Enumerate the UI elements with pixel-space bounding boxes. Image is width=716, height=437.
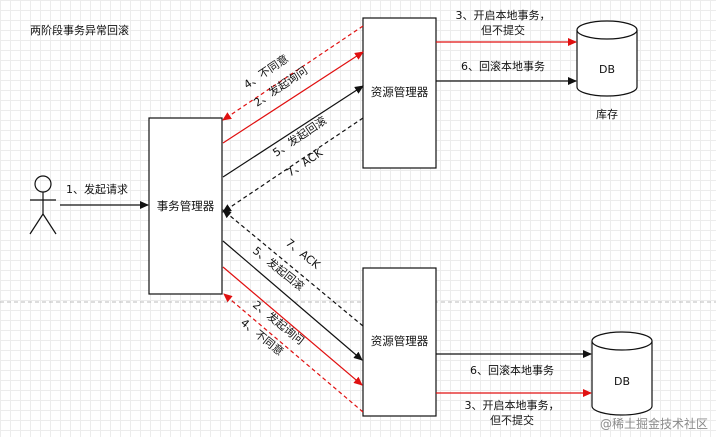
bottom-ack-arrow <box>222 209 364 327</box>
top-start-tx-label-2: 但不提交 <box>481 23 525 37</box>
transaction-manager-label: 事务管理器 <box>157 199 215 213</box>
top-local-rollback-label: 6、回滚本地事务 <box>461 59 545 73</box>
top-ack-label: 7、ACK <box>284 146 325 180</box>
top-ack-arrow <box>222 117 364 213</box>
actor-icon <box>29 175 57 235</box>
resource-manager-bottom-box <box>362 267 437 417</box>
db-top-caption: 库存 <box>596 107 618 121</box>
diagram-title: 两阶段事务异常回滚 <box>30 23 129 37</box>
bottom-reject-arrow <box>223 293 364 413</box>
resource-manager-bottom-label: 资源管理器 <box>371 334 429 348</box>
db-top-cylinder <box>576 20 638 97</box>
top-rollback-arrow <box>222 85 364 178</box>
db-top-label: DB <box>599 63 615 76</box>
watermark: @稀土掘金技术社区 <box>600 416 708 431</box>
bottom-start-tx-label-2: 但不提交 <box>490 413 534 427</box>
resource-manager-top-label: 资源管理器 <box>371 85 429 99</box>
top-start-tx-label-1: 3、开启本地事务， <box>456 8 551 22</box>
bottom-start-tx-label-1: 3、开启本地事务， <box>465 398 560 412</box>
bottom-ask-arrow <box>222 266 363 386</box>
request-arrow-label: 1、发起请求 <box>66 182 128 196</box>
bottom-rollback-arrow <box>222 240 363 361</box>
db-bottom-cylinder <box>591 331 653 416</box>
transaction-manager-box <box>148 117 223 295</box>
top-ask-arrow <box>222 51 364 144</box>
top-reject-arrow <box>222 25 364 121</box>
bottom-ack-label: 7、ACK <box>283 236 323 272</box>
db-bottom-label: DB <box>614 375 630 388</box>
bottom-local-rollback-label: 6、回滚本地事务 <box>470 363 554 377</box>
resource-manager-top-box <box>362 17 437 169</box>
